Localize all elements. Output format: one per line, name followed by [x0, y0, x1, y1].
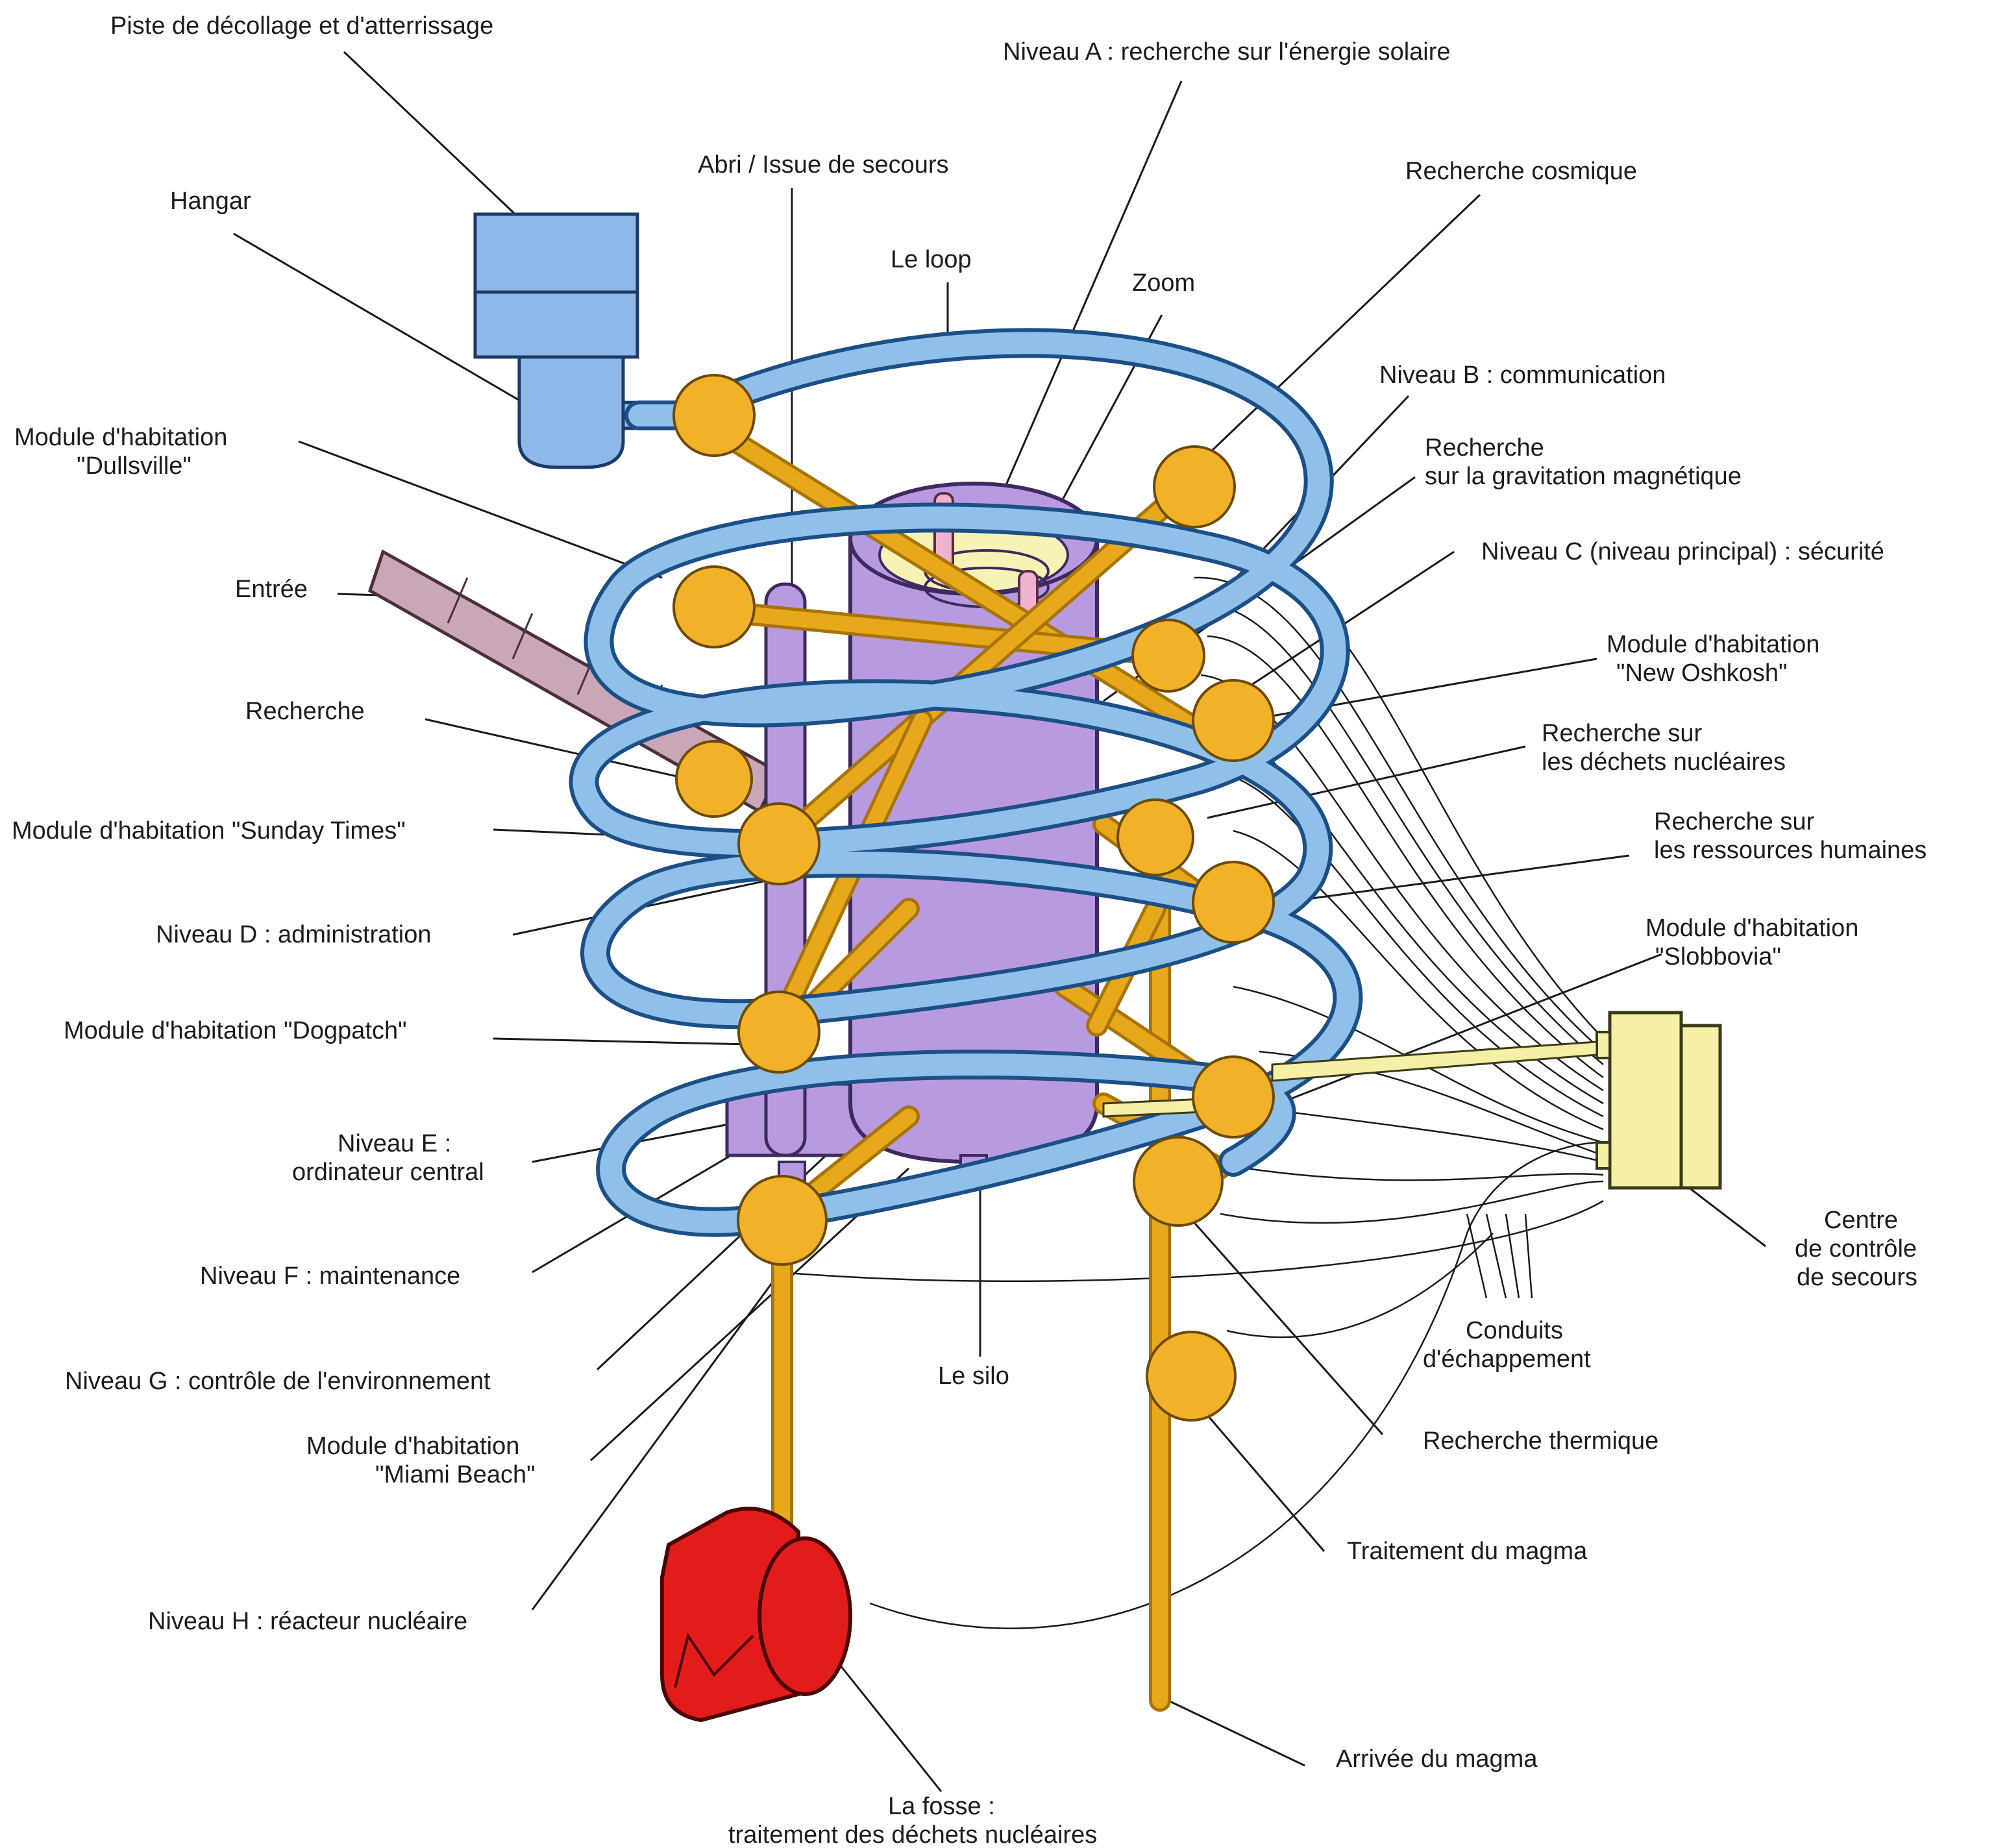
- label-centre-controle: Centre de contrôle de secours: [1795, 1207, 1924, 1291]
- module-ressources: [1193, 862, 1274, 942]
- module-recherche-2: [676, 741, 752, 817]
- label-hangar: Hangar: [170, 188, 251, 215]
- module-miami-beach: [738, 1176, 826, 1264]
- label-dogpatch: Module d'habitation "Dogpatch": [64, 1017, 407, 1044]
- label-le-loop: Le loop: [891, 246, 972, 273]
- label-piste: Piste de décollage et d'atterrissage: [110, 12, 493, 40]
- label-traitement-magma: Traitement du magma: [1347, 1538, 1588, 1565]
- module-sunday-times: [739, 804, 819, 884]
- label-dullsville: Module d'habitation "Dullsville": [14, 424, 234, 480]
- module-new-oshkosh: [1193, 680, 1274, 761]
- label-niveau-c: Niveau C (niveau principal) : sécurité: [1481, 538, 1884, 565]
- label-niveau-a: Niveau A : recherche sur l'énergie solai…: [1003, 38, 1451, 66]
- module-recherche-cosmique: [1154, 447, 1235, 527]
- label-niveau-f: Niveau F : maintenance: [200, 1263, 460, 1290]
- label-miami-beach: Module d'habitation "Miami Beach": [306, 1433, 536, 1488]
- label-abri: Abri / Issue de secours: [698, 151, 949, 179]
- label-le-silo: Le silo: [938, 1362, 1009, 1390]
- label-niveau-g: Niveau G : contrôle de l'environnement: [65, 1368, 491, 1395]
- module-slobbovia: [1193, 1057, 1274, 1137]
- label-zoom: Zoom: [1132, 269, 1195, 297]
- label-sunday-times: Module d'habitation "Sunday Times": [12, 817, 406, 844]
- module-traitement-magma: [1147, 1332, 1235, 1420]
- module-dechets: [1118, 800, 1193, 875]
- module-recherche-thermique: [1134, 1137, 1222, 1226]
- module-recherche: [674, 567, 754, 647]
- label-recherche-thermique: Recherche thermique: [1423, 1427, 1658, 1455]
- label-new-oshkosh: Module d'habitation "New Oshkosh": [1607, 631, 1827, 687]
- label-gravitation: Recherche sur la gravitation magnétique: [1425, 434, 1742, 490]
- label-entree: Entrée: [235, 576, 308, 603]
- reactor-pit: [662, 1509, 850, 1720]
- label-niveau-d: Niveau D : administration: [156, 921, 432, 948]
- label-arrivee-magma: Arrivée du magma: [1336, 1745, 1538, 1773]
- label-ressources: Recherche sur les ressources humaines: [1654, 808, 1927, 864]
- label-niveau-h: Niveau H : réacteur nucléaire: [148, 1608, 467, 1635]
- label-dechets: Recherche sur les déchets nucléaires: [1542, 720, 1786, 776]
- label-niveau-b: Niveau B : communication: [1379, 362, 1666, 389]
- label-slobbovia: Module d'habitation "Slobbovia": [1645, 915, 1866, 970]
- label-conduits: Conduits d'échappement: [1423, 1317, 1591, 1373]
- label-niveau-e: Niveau E : ordinateur central: [292, 1130, 484, 1186]
- label-la-fosse: La fosse : traitement des déchets nucléa…: [728, 1793, 1097, 1848]
- module-dullsville: [674, 375, 754, 456]
- module-dogpatch: [739, 992, 819, 1072]
- label-recherche-cosmique: Recherche cosmique: [1405, 158, 1637, 185]
- label-recherche: Recherche: [245, 698, 365, 725]
- module-gravitation: [1133, 620, 1204, 691]
